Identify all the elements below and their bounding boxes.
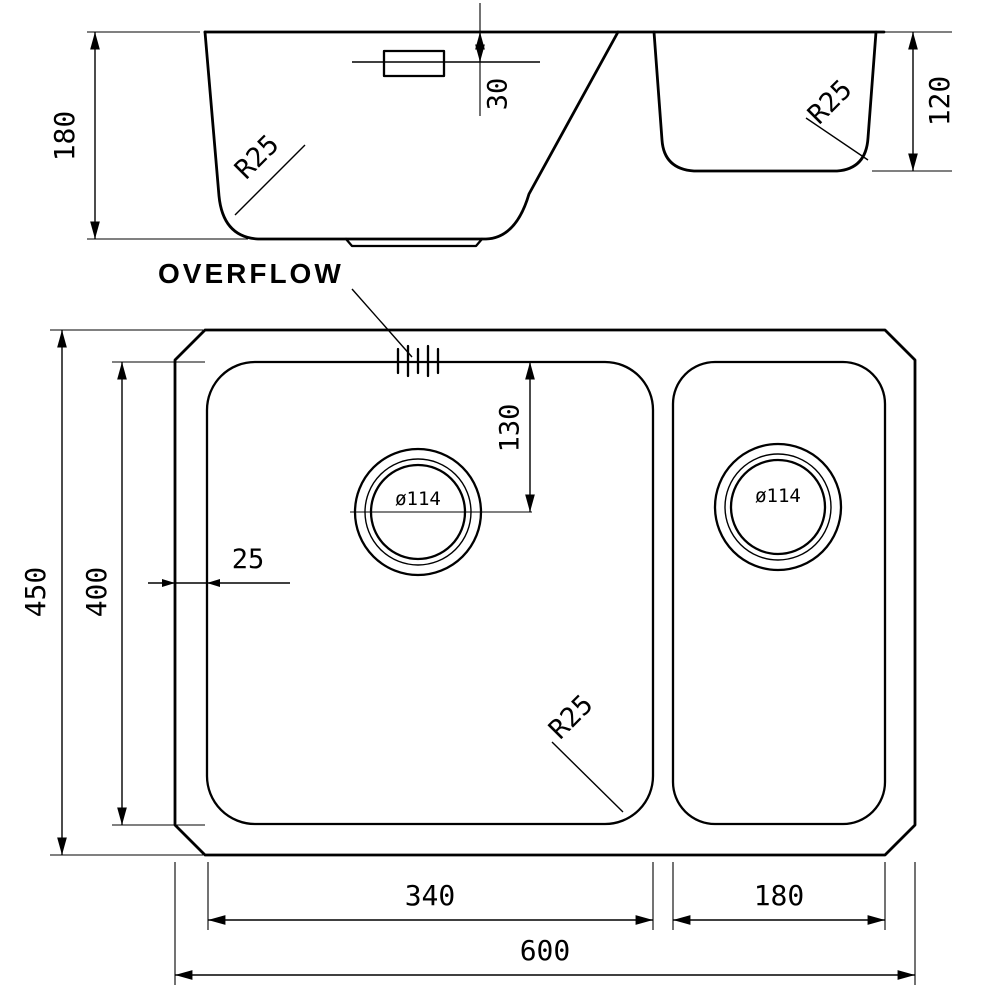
main-bowl-drain-recess bbox=[344, 237, 484, 248]
dim-label-180-depth: 180 bbox=[48, 111, 81, 162]
sink-outer-outline bbox=[173, 328, 917, 857]
dim-overall-width: 600 bbox=[175, 934, 915, 980]
callout-main-bowl-radius: R25 bbox=[229, 129, 306, 216]
main-bowl-profile bbox=[203, 30, 620, 241]
dim-main-bowl-depth: 180 bbox=[48, 31, 248, 240]
dim-label-130: 130 bbox=[495, 404, 526, 453]
drain-outer-circle bbox=[713, 442, 843, 572]
leader-line bbox=[551, 741, 624, 813]
plan-view: ø114 ø114 130 25 R25 bbox=[19, 328, 917, 985]
callout-small-bowl-radius: R25 bbox=[802, 74, 869, 161]
radius-label-r25-plan: R25 bbox=[543, 689, 599, 745]
small-bowl-outline bbox=[671, 360, 887, 826]
leader-line bbox=[234, 144, 306, 216]
drain-inner-circle bbox=[729, 458, 827, 556]
dim-overall-depth: 450 bbox=[19, 329, 203, 856]
dim-drain-offset: 130 bbox=[495, 362, 535, 512]
main-bowl-drain: ø114 bbox=[350, 447, 532, 577]
dim-label-180-width: 180 bbox=[754, 879, 805, 912]
dim-small-bowl-depth: 120 bbox=[872, 31, 956, 172]
dim-small-bowl-width: 180 bbox=[673, 879, 885, 925]
side-elevation-view: 180 30 R25 R25 120 bbox=[48, 3, 956, 248]
overflow-callout: OVERFLOW bbox=[158, 258, 413, 358]
radius-label-r25-main-side: R25 bbox=[229, 129, 285, 185]
waste-fitting-box bbox=[382, 49, 446, 78]
dim-label-450: 450 bbox=[19, 567, 52, 618]
drain-diameter-label-small: ø114 bbox=[755, 485, 801, 507]
leader-line bbox=[805, 117, 869, 161]
dim-label-120-depth: 120 bbox=[923, 76, 956, 127]
dim-label-340: 340 bbox=[405, 879, 456, 912]
drain-diameter-label-main: ø114 bbox=[395, 488, 441, 510]
dim-main-bowl-width: 340 bbox=[208, 879, 653, 925]
callout-bowl-corner-radius: R25 bbox=[543, 689, 624, 813]
dim-waste-height: 30 bbox=[475, 32, 514, 111]
dim-rim-inset: 25 bbox=[148, 544, 290, 587]
dim-bowl-depth: 400 bbox=[80, 361, 205, 826]
overflow-slots bbox=[396, 344, 440, 378]
dim-label-400: 400 bbox=[80, 567, 113, 618]
radius-label-r25-small-side: R25 bbox=[802, 74, 858, 130]
arrowhead bbox=[162, 579, 175, 587]
arrowhead bbox=[207, 579, 220, 587]
main-bowl-outline bbox=[205, 360, 655, 826]
overflow-leader-line bbox=[351, 288, 413, 358]
dim-label-30: 30 bbox=[483, 78, 514, 111]
dim-label-600: 600 bbox=[520, 934, 571, 967]
small-bowl-drain: ø114 bbox=[713, 442, 843, 572]
drain-middle-circle bbox=[724, 453, 832, 561]
overflow-label: OVERFLOW bbox=[158, 258, 344, 289]
dim-label-25: 25 bbox=[232, 544, 265, 575]
small-bowl-profile bbox=[652, 30, 878, 173]
